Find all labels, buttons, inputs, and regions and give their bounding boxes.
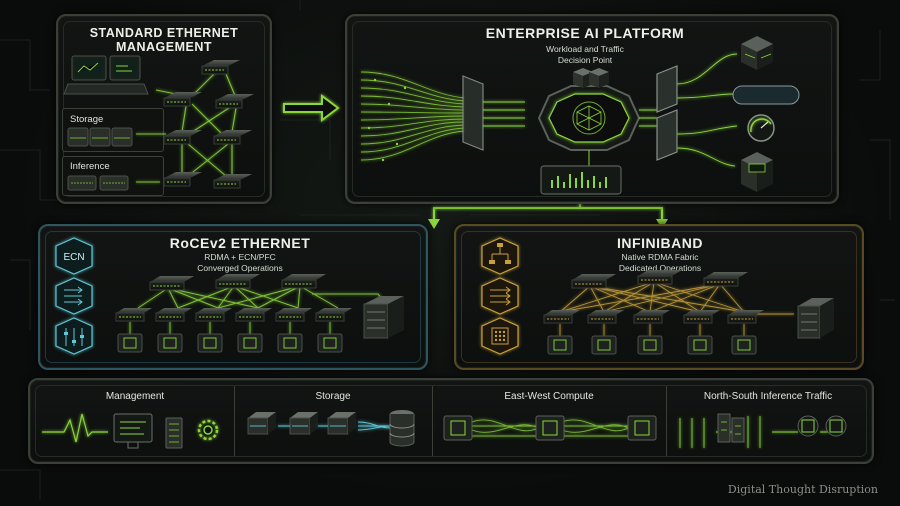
server-stack-icon: [741, 152, 773, 192]
ib-storage-stack: [797, 298, 834, 339]
ib-subtitle: Native RDMA Fabric Dedicated Operations: [618, 252, 702, 273]
ingress-dots: [367, 78, 407, 162]
filter-panel-right-bottom: [656, 109, 678, 161]
divider: [432, 386, 433, 456]
topology-hex-icon: [481, 237, 519, 275]
enterprise-drawing: [360, 36, 800, 195]
inference-servers: [67, 175, 129, 191]
egress-traffic-lines: [639, 53, 738, 167]
ingress-traffic-lines: [360, 71, 466, 161]
traffic-monitor-icon: [540, 150, 622, 195]
storage-label: Storage: [70, 114, 104, 125]
roce-spine-switches: [149, 274, 326, 291]
roce-drawing: ECN: [55, 237, 404, 355]
filter-panel-left: [462, 75, 484, 151]
east-west-label: East-West Compute: [504, 391, 594, 402]
compute-nodes: [443, 415, 657, 441]
rocev2-ethernet-panel: [38, 224, 428, 370]
standard-title: STANDARD ETHERNET MANAGEMENT: [89, 26, 239, 54]
database-icon: [389, 410, 415, 447]
gear-icon: [197, 419, 219, 441]
ingress-servers: [717, 413, 745, 443]
workstation-icon: [63, 55, 149, 95]
roce-gpu-nodes: [117, 333, 343, 353]
ecn-label: ECN: [63, 252, 84, 263]
arrows-hex-icon: [481, 277, 519, 315]
storage-cube-stack-icon: [741, 36, 773, 70]
roce-title: RoCEv2 ETHERNET: [169, 235, 311, 251]
bottom-strip-drawing: [42, 410, 847, 449]
ib-title: INFINIBAND: [617, 235, 703, 251]
ecn-hex-icon: ECN: [55, 237, 93, 275]
inference-label: Inference: [70, 161, 110, 172]
storage-servers: [67, 127, 133, 147]
grid-hex-icon: [481, 317, 519, 355]
decision-hub: [537, 68, 641, 151]
north-south-label: North-South Inference Traffic: [703, 391, 833, 402]
watermark: Digital Thought Disruption: [727, 483, 878, 496]
queue-hex-icon: [55, 277, 93, 315]
enterprise-subtitle: Workload and Traffic Decision Point: [546, 44, 624, 65]
switch-devices: [163, 60, 254, 189]
roce-storage-stack: [363, 296, 404, 339]
monitor-icon: [113, 413, 153, 449]
gauge-icon: [747, 114, 775, 142]
standard-network-drawing: [63, 55, 254, 191]
roce-subtitle: RDMA + ECN/PFC Converged Operations: [197, 252, 283, 273]
divider: [666, 386, 667, 456]
roce-leaf-switches: [115, 308, 352, 322]
ib-spine-switches: [571, 270, 748, 289]
memory-capsule-icon: [732, 85, 800, 105]
filter-panel-right-top: [656, 65, 678, 113]
east-west-links: [471, 419, 633, 437]
inference-chip-icon: [797, 415, 847, 437]
ib-leaf-switches: [543, 310, 764, 324]
roce-fabric-links: [129, 285, 389, 334]
enterprise-title: ENTERPRISE AI PLATFORM: [485, 25, 685, 41]
ib-gpu-nodes: [547, 335, 757, 355]
storage-nodes: [247, 412, 356, 435]
sliders-hex-icon: [55, 317, 93, 355]
management-label: Management: [105, 391, 165, 402]
flow-arrow-right: [283, 94, 340, 122]
infiniband-drawing: [481, 237, 834, 355]
divider: [234, 386, 235, 456]
ib-fabric-links: [559, 281, 794, 336]
server-icon: [165, 417, 183, 449]
heartbeat-icon: [42, 413, 108, 443]
storage-label: Storage: [315, 391, 351, 402]
